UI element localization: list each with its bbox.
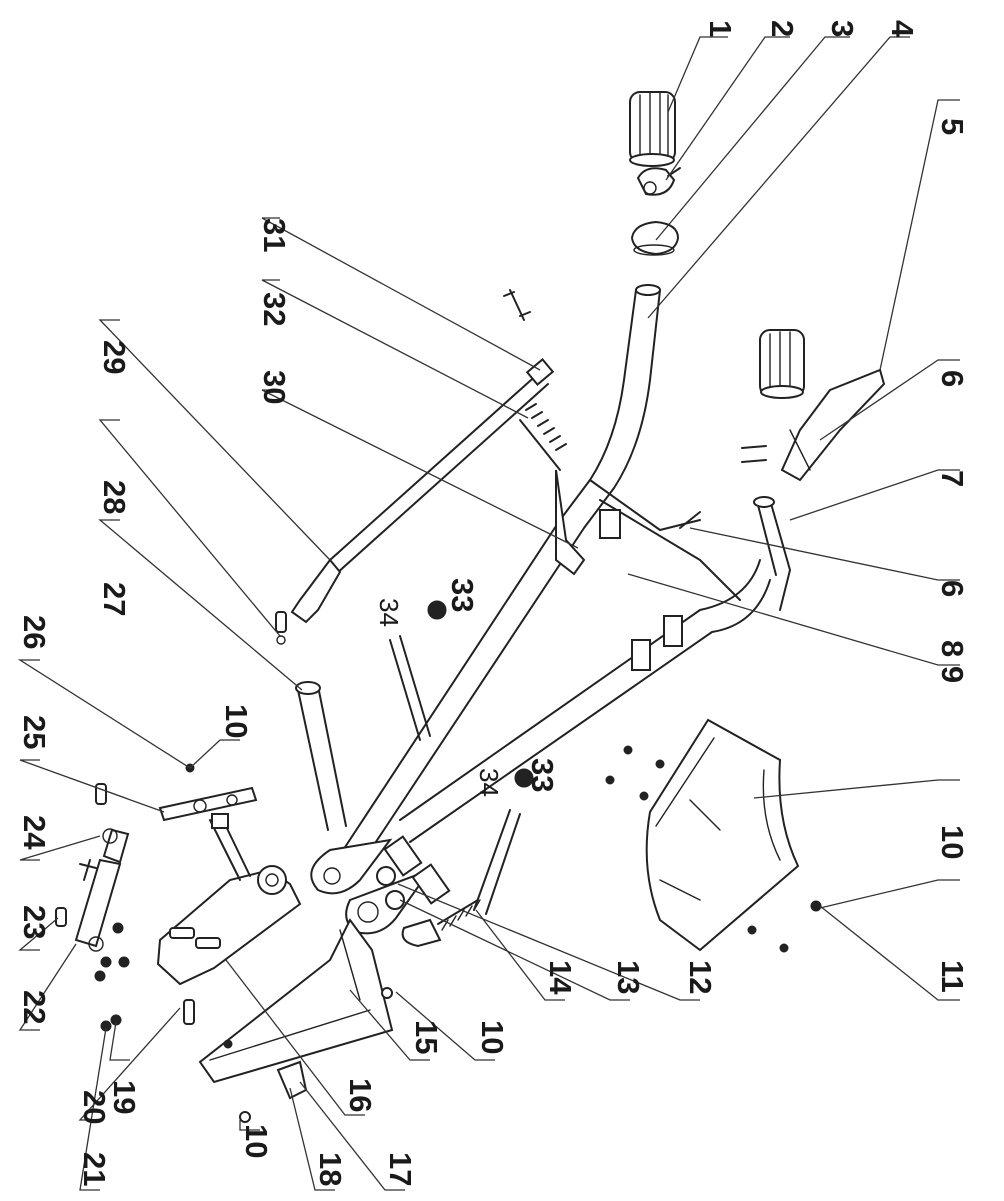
label-part-6a: 6 — [935, 370, 970, 387]
collar-ring — [630, 220, 680, 256]
label-part-31: 31 — [257, 218, 292, 252]
label-part-18: 18 — [313, 1152, 348, 1186]
label-part-29: 29 — [97, 340, 132, 374]
leader-lines — [17, 36, 960, 1191]
label-part-6b: 6 — [935, 580, 970, 597]
label-part-32: 32 — [257, 292, 292, 326]
label-part-5: 5 — [935, 118, 970, 135]
label-part-3: 3 — [825, 20, 860, 37]
callout-labels: 1 2 3 4 5 6 7 6 8 9 10 11 12 13 14 10 15… — [17, 20, 970, 1186]
label-part-23: 23 — [17, 905, 52, 939]
label-part-19: 19 — [107, 1080, 142, 1114]
label-part-25: 25 — [17, 715, 52, 749]
label-part-16: 16 — [343, 1078, 378, 1112]
axle-pins — [295, 635, 521, 915]
wheel-hub-parts — [376, 866, 481, 948]
label-part-15: 15 — [409, 1020, 444, 1054]
label-part-2: 2 — [765, 20, 800, 37]
label-part-17: 17 — [383, 1152, 418, 1186]
label-part-33b: 33 — [525, 758, 560, 792]
label-part-34a: 34 — [374, 598, 404, 627]
control-rod — [275, 289, 586, 645]
handle-clamp — [636, 167, 681, 196]
label-part-34b: 34 — [474, 768, 504, 797]
label-part-27: 27 — [97, 582, 132, 616]
label-part-12: 12 — [683, 960, 718, 994]
label-part-8-9: 8 9 — [935, 640, 970, 683]
label-part-26: 26 — [17, 615, 52, 649]
linkage — [55, 783, 130, 952]
label-part-14: 14 — [543, 960, 578, 995]
label-part-21: 21 — [77, 1152, 112, 1186]
label-part-7: 7 — [935, 470, 970, 487]
part-drawings — [55, 91, 886, 1123]
label-part-33a: 33 — [445, 578, 480, 612]
gearbox-arm — [94, 763, 302, 1032]
label-part-10a: 10 — [935, 825, 970, 859]
label-part-4: 4 — [885, 20, 920, 38]
label-part-10d: 10 — [219, 704, 254, 738]
label-part-10c: 10 — [239, 1124, 274, 1158]
label-part-20: 20 — [77, 1090, 112, 1124]
label-part-22: 22 — [17, 990, 52, 1024]
clutch-lever — [679, 329, 886, 529]
handle-grip-top — [629, 91, 676, 167]
mount-arm — [198, 918, 394, 1123]
label-part-1: 1 — [703, 20, 738, 37]
fender-guard — [605, 718, 822, 953]
label-part-24: 24 — [17, 815, 52, 850]
label-part-11: 11 — [935, 960, 970, 993]
label-part-10b: 10 — [475, 1020, 510, 1054]
inline-labels: 33 34 33 34 — [374, 578, 560, 797]
label-part-13: 13 — [611, 960, 646, 994]
label-part-30: 30 — [257, 370, 292, 404]
nuts-33 — [427, 600, 534, 788]
label-part-28: 28 — [97, 480, 132, 514]
